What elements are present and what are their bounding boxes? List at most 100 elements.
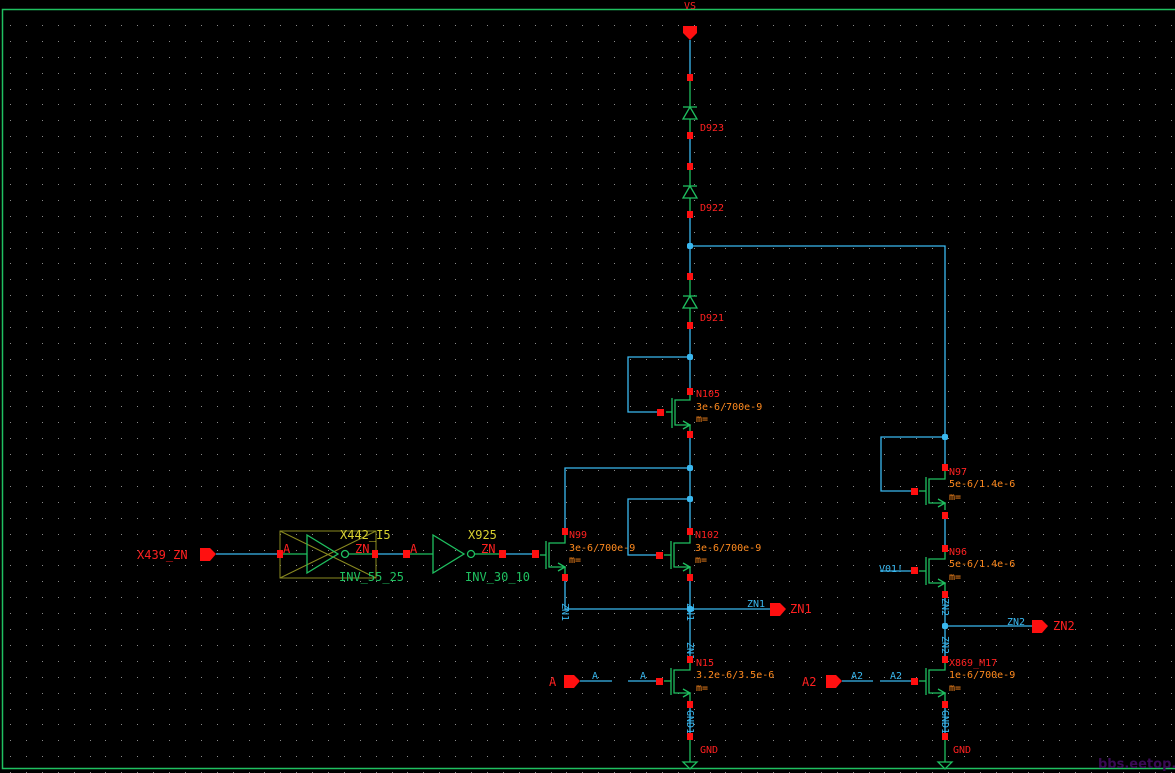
grid-dot: [328, 406, 329, 407]
wire[interactable]: [690, 245, 946, 437]
transistor-n99[interactable]: N99 3e-6/700e-9 m=: [540, 528, 635, 581]
diode-d922[interactable]: D922: [681, 163, 724, 218]
grid-dot: [1012, 693, 1013, 694]
grid-dot: [598, 311, 599, 312]
grid-dot: [884, 73, 885, 74]
grid-dot: [900, 73, 901, 74]
grid-dot: [678, 534, 679, 535]
grid-dot: [1075, 581, 1076, 582]
port-zn1[interactable]: ZN1: [770, 602, 812, 616]
grid-dot: [1107, 406, 1108, 407]
grid-dot: [980, 343, 981, 344]
grid-dot: [678, 470, 679, 471]
grid-dot: [900, 422, 901, 423]
grid-dot: [1075, 470, 1076, 471]
grid-dot: [74, 184, 75, 185]
grid-dot: [741, 470, 742, 471]
grid-dot: [869, 470, 870, 471]
grid-dot: [503, 216, 504, 217]
wire[interactable]: [880, 436, 945, 492]
grid-dot: [487, 263, 488, 264]
grid-dot: [598, 550, 599, 551]
wire[interactable]: [627, 356, 690, 413]
grid-dot: [121, 581, 122, 582]
grid-dot: [439, 57, 440, 58]
grid-dot: [694, 502, 695, 503]
grid-dot: [725, 486, 726, 487]
grid-dot: [519, 422, 520, 423]
grid-dot: [10, 120, 11, 121]
diode-d921[interactable]: D921: [681, 273, 724, 329]
grid-dot: [58, 232, 59, 233]
supply-pin[interactable]: VS: [683, 1, 697, 40]
wire[interactable]: [627, 498, 690, 556]
grid-dot: [519, 709, 520, 710]
grid-dot: [185, 709, 186, 710]
grid-dot: [423, 25, 424, 26]
transistor-n97[interactable]: N97 5e-6/1.4e-6 m=: [911, 464, 1015, 519]
grid-dot: [773, 359, 774, 360]
grid-dot: [535, 248, 536, 249]
grid-dot: [185, 406, 186, 407]
grid-dot: [900, 295, 901, 296]
grid-dot: [948, 375, 949, 376]
grid-dot: [1075, 248, 1076, 249]
grid-dot: [725, 295, 726, 296]
wire[interactable]: [564, 581, 690, 610]
grid-dot: [26, 709, 27, 710]
wire[interactable]: [564, 467, 690, 530]
transistor-n102[interactable]: N102 3e-6/700e-9 m=: [656, 528, 761, 581]
grid-dot: [471, 25, 472, 26]
grid-dot: [932, 248, 933, 249]
grid-dot: [535, 454, 536, 455]
grid-dot: [948, 502, 949, 503]
grid-dot: [169, 565, 170, 566]
grid-dot: [725, 629, 726, 630]
grid-dot: [42, 518, 43, 519]
grid-dot: [376, 152, 377, 153]
transistor-n105[interactable]: N105 3e-6/700e-9 m=: [657, 388, 762, 438]
grid-dot: [773, 629, 774, 630]
transistor-n15[interactable]: N15 3.2e-6/3.5e-6 m=: [656, 656, 774, 708]
transistor-size: 3e-6/700e-9: [695, 543, 761, 554]
port-zn2[interactable]: ZN2: [1032, 619, 1075, 633]
inverter-x925[interactable]: A ZN X925 INV_30_10: [403, 528, 530, 584]
grid-dot: [392, 709, 393, 710]
grid-dot: [996, 279, 997, 280]
grid-dot: [360, 391, 361, 392]
grid-dot: [90, 375, 91, 376]
grid-dot: [376, 359, 377, 360]
grid-dot: [201, 73, 202, 74]
grid-dot: [90, 263, 91, 264]
grid-dot: [551, 152, 552, 153]
grid-dot: [964, 470, 965, 471]
grid-dot: [1107, 295, 1108, 296]
transistor-n96[interactable]: N96 5e-6/1.4e-6 m=: [911, 545, 1015, 598]
grid-dot: [646, 136, 647, 137]
grid-dot: [217, 709, 218, 710]
grid-dot: [821, 136, 822, 137]
port-x439-zn[interactable]: X439_ZN: [137, 548, 216, 562]
grid-dot: [376, 645, 377, 646]
grid-dot: [233, 454, 234, 455]
transistor-multiplier: m=: [695, 555, 707, 566]
grid-dot: [662, 518, 663, 519]
port-a[interactable]: A: [549, 675, 580, 689]
grid-dot: [503, 756, 504, 757]
port-a2[interactable]: A2: [802, 675, 842, 689]
grid-dot: [773, 661, 774, 662]
grid-dot: [725, 41, 726, 42]
transistor-x869-m17[interactable]: X869_M17 1e-6/700e-9 m=: [911, 656, 1015, 708]
grid-dot: [328, 120, 329, 121]
grid-dot: [884, 295, 885, 296]
grid-dot: [26, 73, 27, 74]
grid-dot: [916, 422, 917, 423]
grid-dot: [773, 709, 774, 710]
grid-dot: [392, 120, 393, 121]
inverter-x442-i5[interactable]: A ZN X442_I5 INV_55_25: [277, 528, 404, 584]
diode-d923[interactable]: D923: [681, 74, 724, 139]
grid-dot: [773, 232, 774, 233]
grid-dot: [153, 295, 154, 296]
grid-dot: [646, 581, 647, 582]
